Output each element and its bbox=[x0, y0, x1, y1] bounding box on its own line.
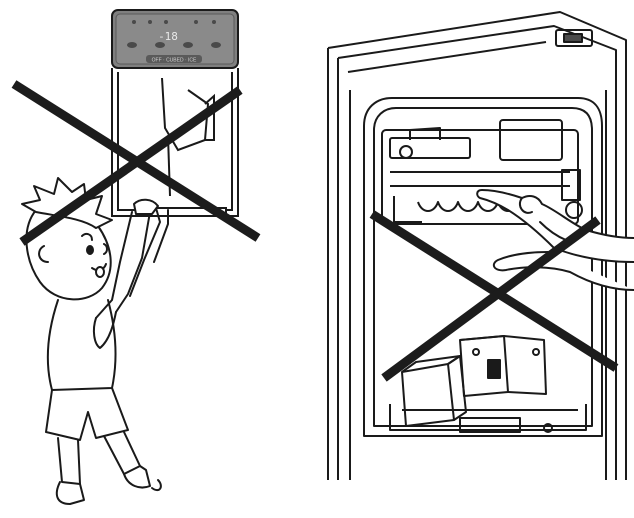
door-hinge bbox=[555, 29, 593, 47]
child-right-arm bbox=[129, 207, 161, 297]
hand-in-icemaker-drawing bbox=[327, 11, 634, 480]
ice-maker-motor bbox=[499, 119, 563, 161]
child-torso bbox=[46, 299, 117, 391]
child-right-leg bbox=[103, 431, 141, 475]
ice-maker-housing bbox=[381, 129, 579, 225]
control-buttons bbox=[127, 20, 221, 48]
child-hands bbox=[133, 198, 159, 215]
child-left-arm bbox=[95, 211, 133, 319]
child-shorts bbox=[45, 387, 129, 441]
lower-control-box bbox=[401, 335, 547, 427]
child-left-foot bbox=[55, 481, 85, 505]
reaching-hand bbox=[476, 189, 634, 291]
refrigerator-door bbox=[327, 11, 627, 480]
child-ear bbox=[38, 245, 49, 263]
child-left-leg bbox=[57, 437, 81, 485]
bottom-bin-label bbox=[459, 417, 521, 433]
prohibition-cross-right bbox=[369, 210, 619, 382]
inner-door-liner bbox=[363, 97, 603, 437]
dispenser-unit: -18 OFF · CUBED · ICE bbox=[111, 9, 239, 217]
child-dispenser-warning-illustration: -18 OFF · CUBED · ICE bbox=[0, 0, 300, 518]
control-switch bbox=[487, 359, 501, 379]
child-figure bbox=[21, 177, 169, 505]
hand-thumb bbox=[492, 251, 634, 291]
child-hanging-on-dispenser-drawing: -18 OFF · CUBED · ICE bbox=[11, 9, 261, 505]
dispenser-strip-label: OFF · CUBED · ICE bbox=[152, 58, 197, 64]
dispenser-recess bbox=[111, 68, 239, 217]
display-readout: -18 bbox=[158, 30, 178, 43]
prohibition-cross-left bbox=[11, 80, 261, 246]
ice-maker bbox=[381, 119, 583, 225]
icemaker-hand-warning-illustration bbox=[310, 0, 634, 518]
hand-fingers bbox=[476, 189, 634, 263]
filter-box bbox=[401, 363, 455, 427]
